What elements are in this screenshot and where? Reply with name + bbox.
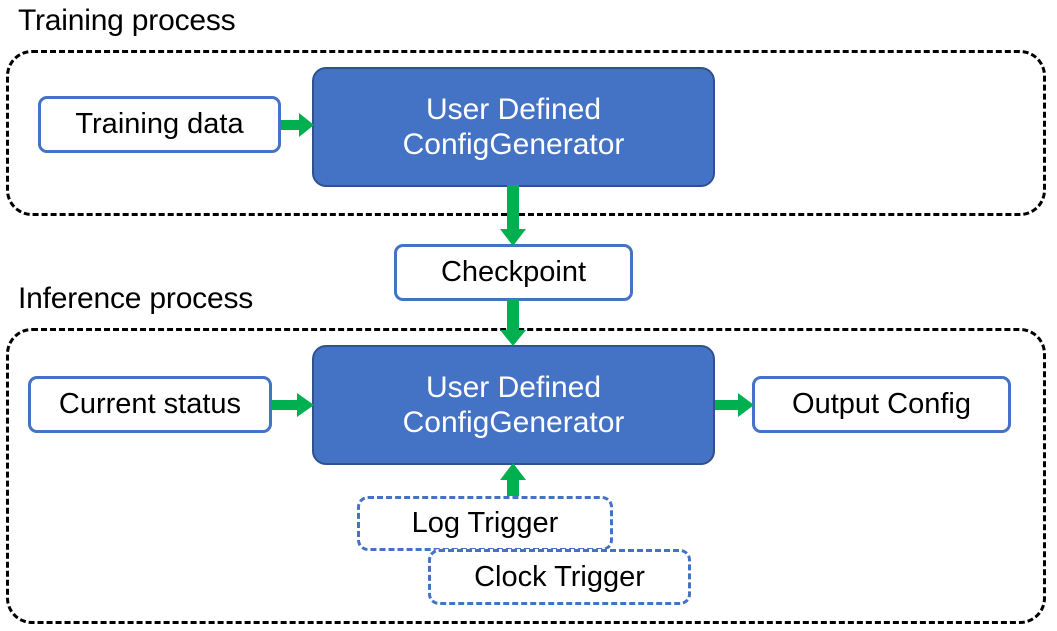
arrow-checkpoint-to-generator-icon: [500, 299, 526, 346]
training-config-generator-box[interactable]: User Defined ConfigGenerator: [312, 67, 715, 187]
inference-config-generator-box[interactable]: User Defined ConfigGenerator: [312, 345, 715, 465]
clock-trigger-box[interactable]: Clock Trigger: [428, 549, 691, 605]
inference-process-container: [6, 328, 1046, 624]
training-data-box[interactable]: Training data: [38, 96, 281, 153]
arrow-current-status-to-generator-icon: [272, 393, 314, 417]
arrow-generator-to-output-config-icon: [715, 393, 754, 417]
arrow-triggers-to-generator-icon: [500, 463, 526, 501]
training-process-title: Training process: [18, 4, 236, 37]
arrow-generator-to-checkpoint-icon: [500, 185, 526, 246]
checkpoint-box[interactable]: Checkpoint: [394, 244, 633, 301]
training-generator-line-2: ConfigGenerator: [402, 128, 625, 161]
inference-generator-line-2: ConfigGenerator: [402, 406, 625, 439]
current-status-box[interactable]: Current status: [28, 376, 272, 433]
log-trigger-box[interactable]: Log Trigger: [357, 496, 613, 551]
inference-process-title: Inference process: [18, 282, 254, 315]
inference-generator-line-1: User Defined: [425, 370, 602, 404]
output-config-box[interactable]: Output Config: [752, 376, 1011, 433]
training-process-container: [6, 50, 1046, 216]
arrow-training-data-to-generator-icon: [281, 113, 314, 137]
training-generator-line-1: User Defined: [425, 92, 602, 126]
